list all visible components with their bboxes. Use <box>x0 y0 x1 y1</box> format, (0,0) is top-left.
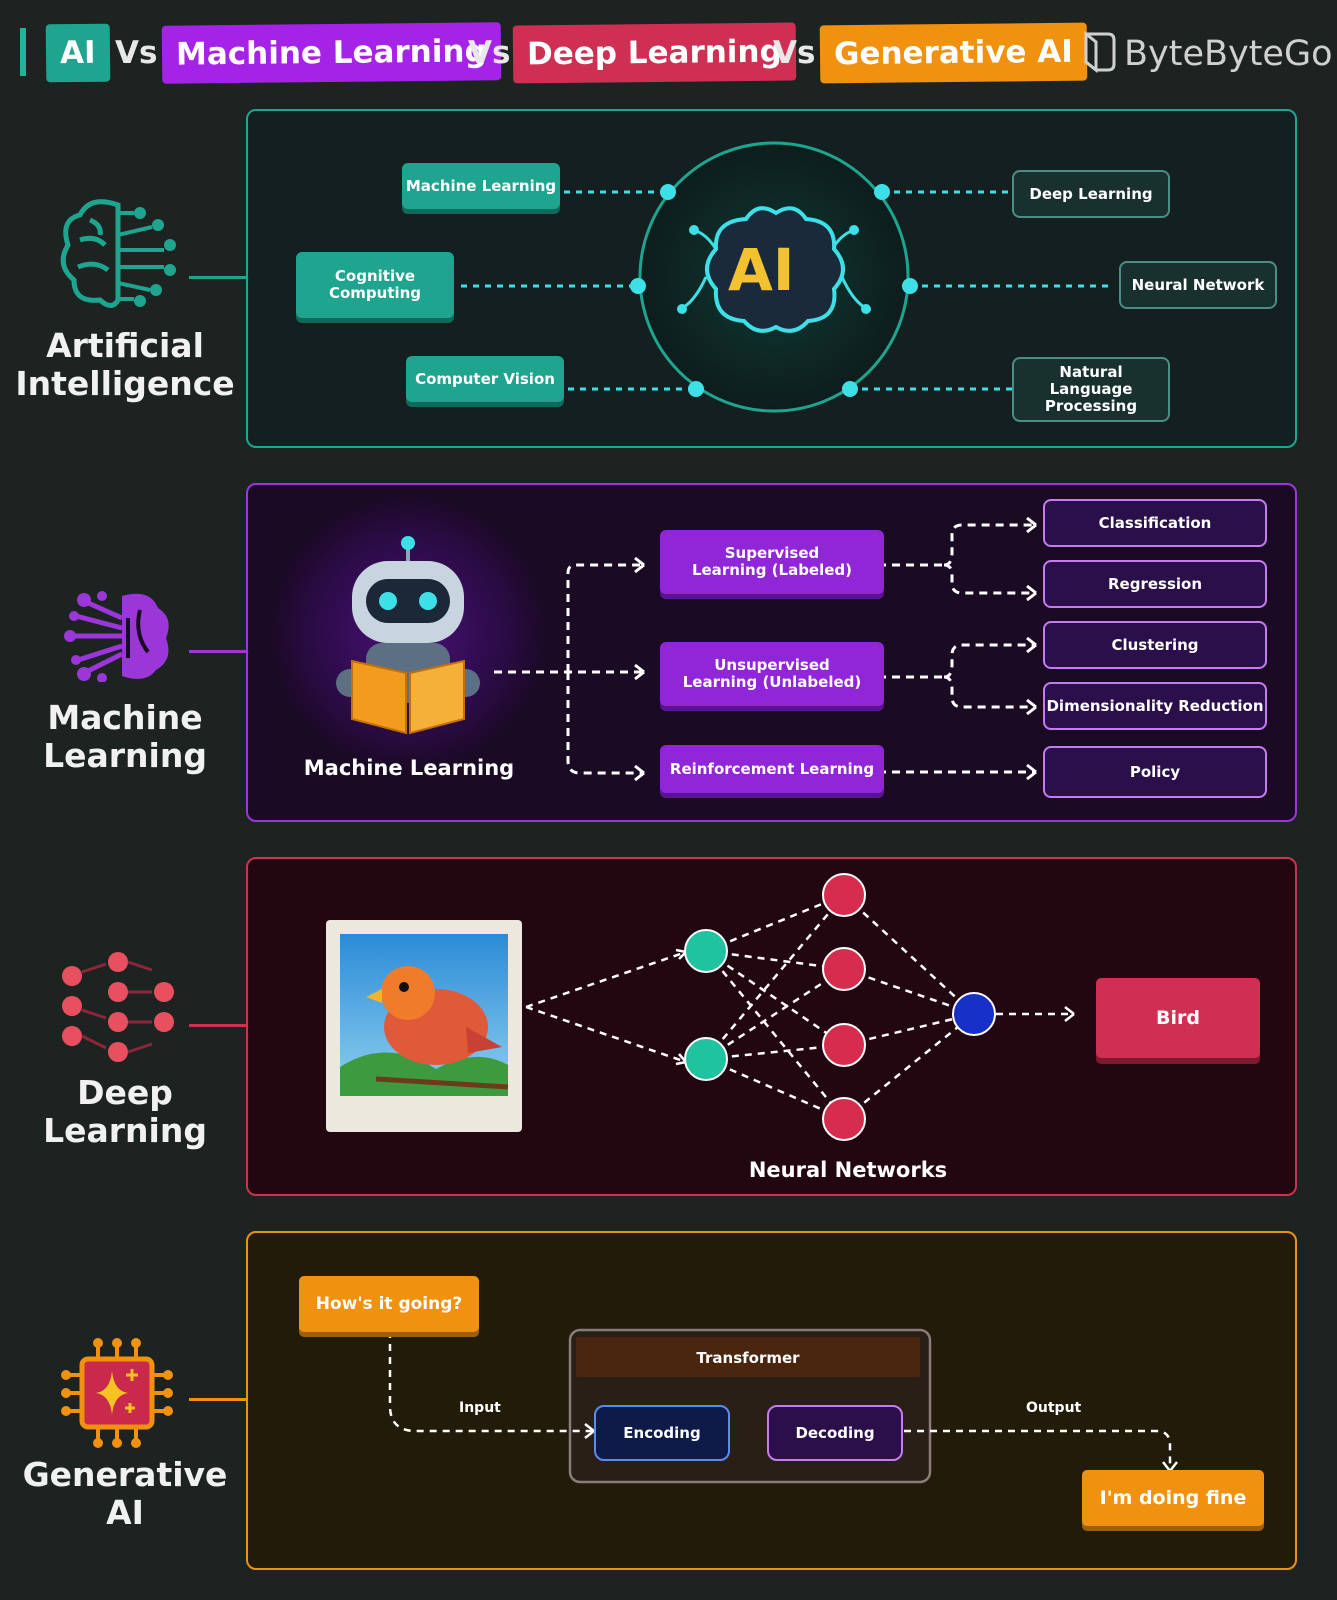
genai-chip-sparkle-icon <box>61 1338 173 1448</box>
title-vs-1: Vs <box>115 35 158 71</box>
header-accent-bar <box>20 28 26 76</box>
genai-input-label: Input <box>459 1400 501 1416</box>
ml-supervised-learning: Supervised Learning (Labeled) <box>660 530 884 594</box>
genai-encoding-block: Encoding <box>594 1405 730 1461</box>
genai-response-bubble: I'm doing fine <box>1082 1470 1264 1526</box>
ai-node-cognitive-computing: Cognitive Computing <box>296 252 454 318</box>
ai-connector-line <box>189 276 246 279</box>
title-chip-ga: Generative AI <box>819 22 1088 84</box>
dl-neural-network-diagram <box>326 873 1075 1141</box>
title-chip-dl: Deep Learning <box>512 22 797 84</box>
ai-center-label: AI <box>728 236 795 304</box>
bytebytego-logo-icon <box>1084 30 1116 74</box>
ai-side-label: Artificial Intelligence <box>15 326 235 403</box>
dl-network-icon <box>62 952 174 1062</box>
ml-outcome-dimensionality-reduction: Dimensionality Reduction <box>1043 682 1267 730</box>
ai-node-computer-vision: Computer Vision <box>406 356 564 402</box>
genai-connector-line <box>189 1398 246 1401</box>
ml-outcome-classification: Classification <box>1043 499 1267 547</box>
genai-output-label: Output <box>1026 1400 1082 1416</box>
ml-diagram <box>268 493 1037 782</box>
genai-prompt-bubble: How's it going? <box>299 1276 479 1332</box>
dl-side-label: Deep Learning <box>43 1073 207 1150</box>
brand-name: ByteByteGo <box>1124 34 1333 74</box>
ml-outcome-clustering: Clustering <box>1043 621 1267 669</box>
ml-brain-circuit-icon <box>64 591 169 682</box>
genai-transformer-label: Transformer <box>696 1349 800 1367</box>
ml-connector-line <box>189 650 246 653</box>
genai-decoding-block: Decoding <box>767 1405 903 1461</box>
ml-reinforcement-learning: Reinforcement Learning <box>660 745 884 793</box>
dl-output-bird: Bird <box>1096 978 1260 1058</box>
title-chip-ml: Machine Learning <box>161 22 501 84</box>
ai-node-nlp: Natural Language Processing <box>1012 357 1170 422</box>
genai-side-label: Generative AI <box>22 1455 228 1532</box>
ml-outcome-regression: Regression <box>1043 560 1267 608</box>
ai-node-deep-learning: Deep Learning <box>1012 170 1170 218</box>
ai-brain-icon <box>60 199 176 308</box>
title-chip-ai: AI <box>45 23 110 83</box>
ml-unsupervised-learning: Unsupervised Learning (Unlabeled) <box>660 642 884 706</box>
title-vs-3: Vs <box>773 35 816 71</box>
ai-diagram-links <box>461 141 1114 413</box>
ml-outcome-policy: Policy <box>1043 746 1267 798</box>
ml-robot-caption: Machine Learning <box>303 756 515 780</box>
ai-node-neural-network: Neural Network <box>1119 261 1277 309</box>
title-vs-2: Vs <box>468 35 511 71</box>
ai-node-machine-learning: Machine Learning <box>402 163 560 209</box>
dl-connector-line <box>189 1024 246 1027</box>
ml-side-label: Machine Learning <box>43 698 207 775</box>
dl-caption-neural-networks: Neural Networks <box>748 1158 948 1182</box>
